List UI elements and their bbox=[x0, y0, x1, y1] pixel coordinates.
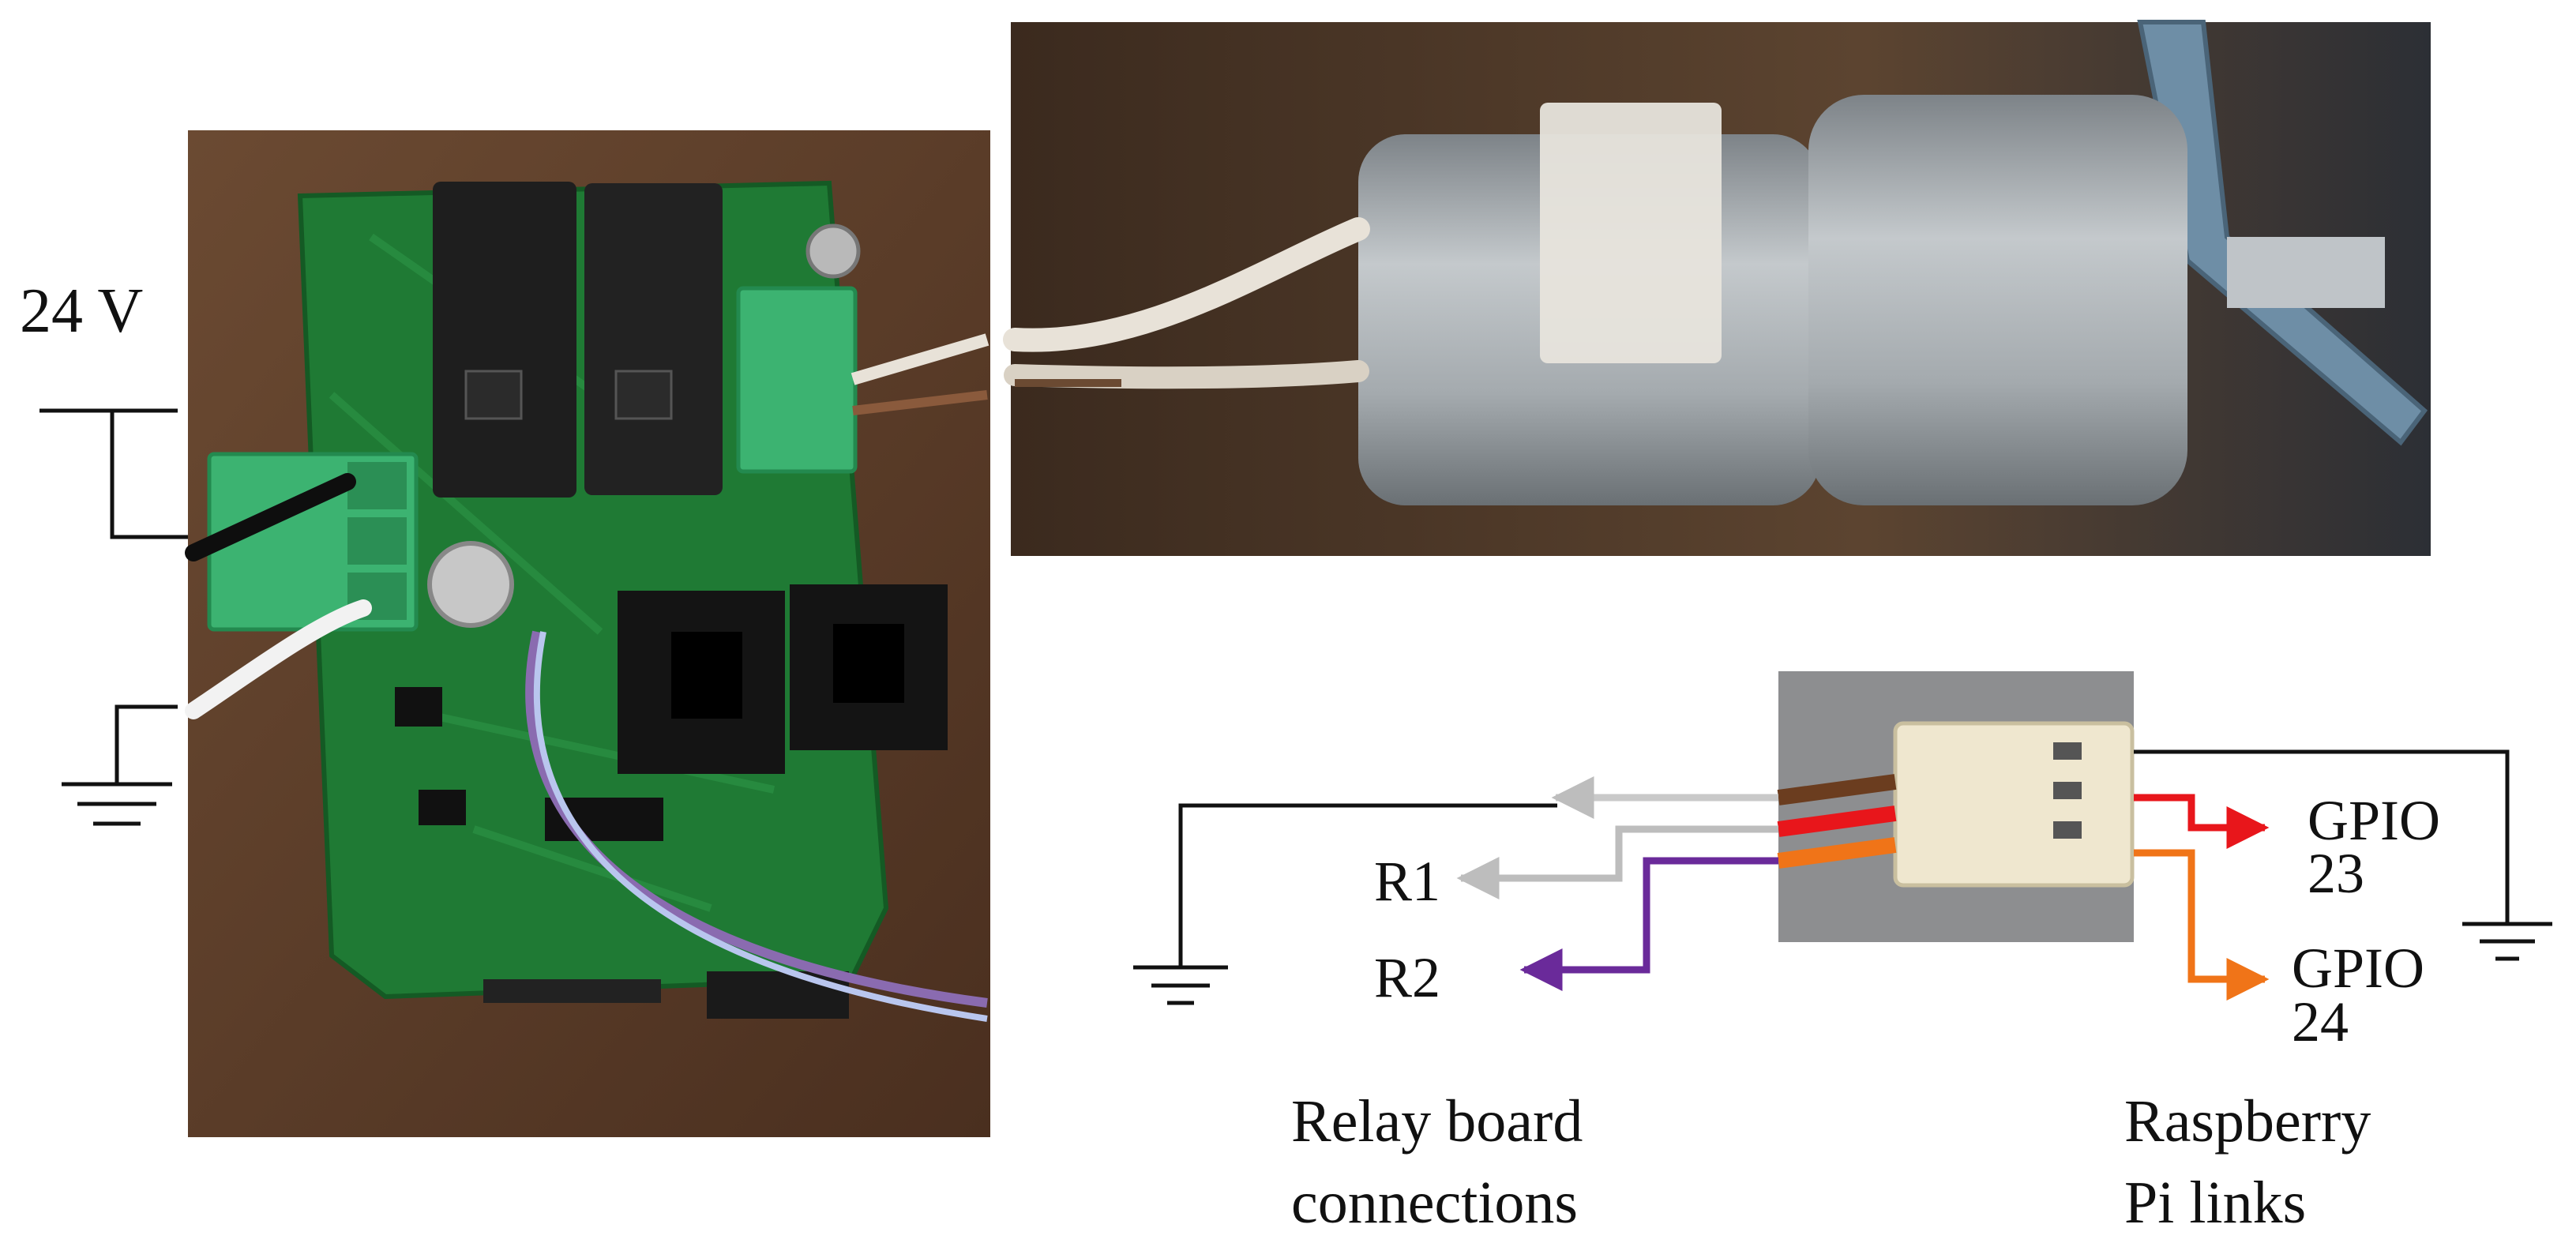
gpio24-label-line1: GPIO bbox=[2292, 937, 2424, 1000]
gpio24-wire-arrow bbox=[2134, 849, 2270, 1001]
r2-label: R2 bbox=[1374, 946, 1440, 1009]
relay-caption-line2: connections bbox=[1291, 1170, 1578, 1236]
mounting-screw bbox=[805, 223, 861, 279]
r2-wire-arrow bbox=[1519, 857, 1778, 991]
pi-caption-line2: Pi links bbox=[2124, 1170, 2306, 1236]
voltage-label: 24 V bbox=[20, 276, 143, 346]
relay-k1 bbox=[433, 182, 576, 498]
connector-housing bbox=[1893, 721, 2135, 888]
r1-wire-arrow bbox=[1456, 825, 1778, 899]
gpio23-label-line1: GPIO bbox=[2308, 789, 2440, 852]
white-power-wire bbox=[185, 599, 372, 719]
three-pin-connector-photo bbox=[1777, 671, 2135, 942]
relay-board-photo bbox=[185, 130, 990, 1137]
relay-k2 bbox=[584, 183, 723, 495]
motor-gearbox bbox=[1808, 95, 2187, 505]
pi-caption-line1: Raspberry bbox=[2124, 1088, 2371, 1155]
ground-symbol-left bbox=[62, 704, 178, 826]
motor-label bbox=[1540, 103, 1722, 363]
terminal-block-motor bbox=[736, 286, 858, 474]
electrolytic-capacitor bbox=[427, 541, 514, 628]
relay-caption-line1: Relay board bbox=[1291, 1088, 1583, 1155]
gpio23-label-line2: 23 bbox=[2308, 842, 2364, 905]
r1-label: R1 bbox=[1374, 850, 1440, 913]
gpio24-label-line2: 24 bbox=[2292, 990, 2349, 1053]
power-supply-symbol bbox=[39, 408, 188, 539]
ground-symbol-relay bbox=[1133, 803, 1557, 1005]
header-pins bbox=[483, 979, 661, 1003]
gpio23-wire-arrow bbox=[2134, 794, 2270, 849]
black-power-wire bbox=[185, 473, 356, 561]
ground-symbol-pi bbox=[2134, 749, 2552, 961]
dc-motor-photo bbox=[1003, 20, 2431, 556]
